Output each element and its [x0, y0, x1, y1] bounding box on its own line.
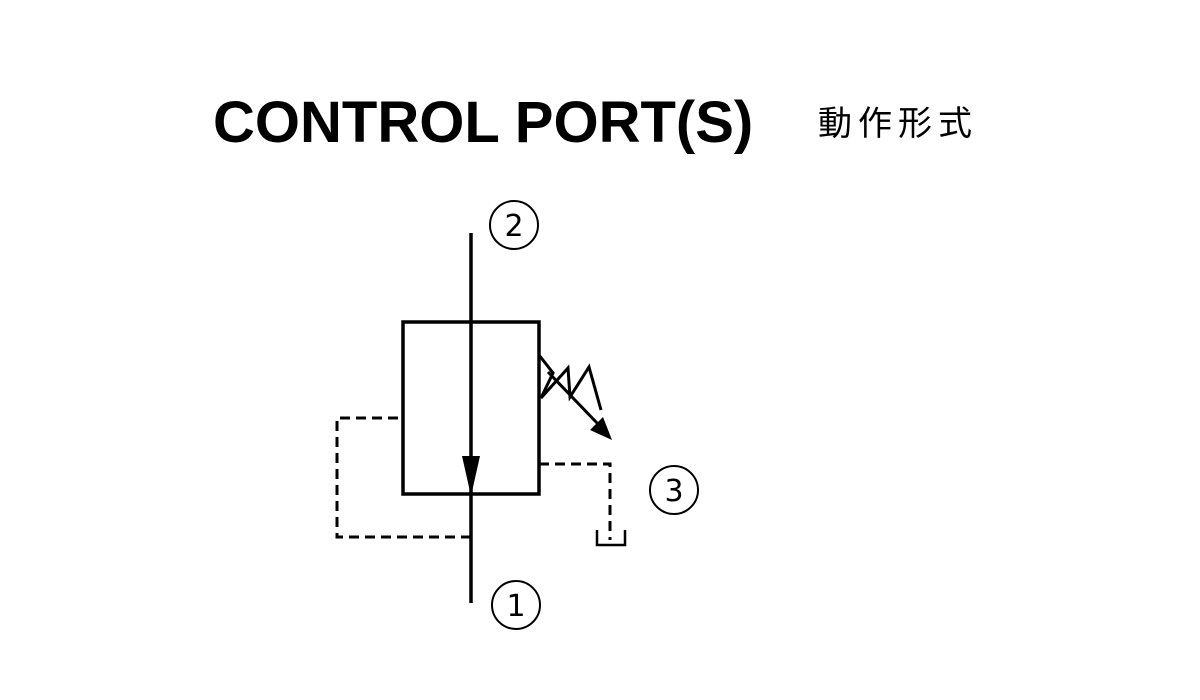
flow-arrow [462, 456, 480, 496]
port-1-circle [491, 580, 541, 630]
port-1-label: 1 [506, 589, 525, 624]
page-subtitle-chinese: 動作形式 [818, 104, 978, 144]
drain-line-right [539, 462, 612, 540]
port-3-circle [649, 465, 699, 515]
port-1: 1 [491, 580, 541, 630]
adjustment-arrow-head [590, 417, 612, 440]
port-2-label: 2 [504, 209, 523, 244]
port-3: 3 [649, 465, 699, 515]
header: CONTROL PORT(S) 動作形式 [0, 88, 1200, 158]
port-3-label: 3 [664, 474, 683, 509]
tank-symbol [595, 530, 627, 547]
adjustment-arrow-shaft [546, 370, 600, 426]
page-title: CONTROL PORT(S) [213, 90, 754, 155]
port-2: 2 [489, 200, 539, 250]
port-2-circle [489, 200, 539, 250]
spring-symbol [537, 354, 603, 411]
pilot-line-left [335, 416, 471, 539]
